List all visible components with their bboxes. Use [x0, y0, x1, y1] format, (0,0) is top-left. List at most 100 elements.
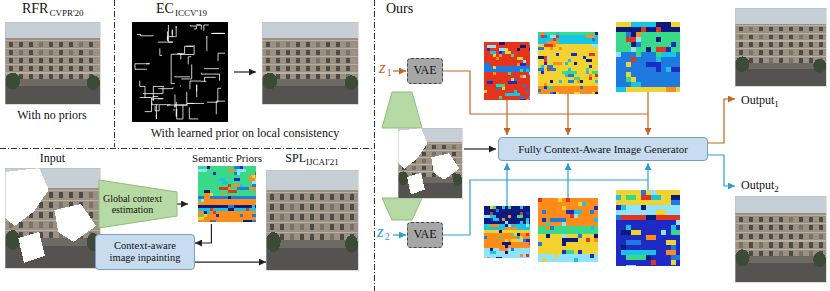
segmentation-cell: [577, 59, 580, 62]
segmentation-cell: [592, 56, 595, 59]
edge-line: [171, 54, 182, 83]
segmentation-cell: [252, 166, 255, 169]
segmentation-cell: [496, 206, 499, 209]
photo-masked-input: [5, 168, 100, 268]
segmentation-cell: [231, 190, 234, 193]
segmentation-cell: [641, 37, 646, 42]
segmentation-cell: [538, 71, 541, 74]
segmentation-cell: [243, 199, 246, 202]
segmentation-cell: [499, 248, 502, 251]
segmentation-cell: [505, 257, 508, 258]
segmentation-cell: [574, 89, 577, 92]
segmentation-cell: [484, 63, 487, 66]
segmentation-cell: [222, 220, 225, 222]
segmentation-cell: [487, 224, 490, 227]
segmentation-cell: [553, 62, 556, 65]
segmentation-cell: [201, 193, 204, 196]
segmentation-cell: [213, 214, 216, 217]
segmentation-cell: [505, 221, 508, 224]
segmentation-cell: [574, 47, 577, 50]
segmentation-cell: [484, 236, 487, 239]
segmentation-cell: [526, 69, 529, 72]
segmentation-cell: [641, 67, 646, 72]
segmentation-cell: [517, 239, 520, 242]
segmentation-cell: [496, 242, 499, 245]
edge-line: [196, 85, 197, 97]
segmentation-cell: [578, 202, 582, 206]
photo-window: [89, 50, 93, 55]
segmentation-cell: [207, 217, 210, 220]
segmentation-cell: [553, 89, 556, 92]
segmentation-cell: [505, 233, 508, 236]
photo-window: [320, 224, 324, 230]
segmentation-cell: [565, 86, 568, 89]
segmentation-cell: [484, 233, 487, 236]
segmentation-cell: [526, 257, 529, 258]
segmentation-cell: [240, 211, 243, 214]
segmentation-cell: [529, 99, 530, 100]
segmentation-cell: [568, 65, 571, 68]
segmentation-cell: [595, 83, 598, 86]
edge-line: [174, 109, 175, 111]
segmentation-cell: [583, 74, 586, 77]
segmentation-cell: [558, 210, 562, 214]
segmentation-cell: [586, 83, 589, 86]
segmentation-cell: [246, 208, 249, 211]
segmentation-cell: [556, 68, 559, 71]
segmentation-cell: [493, 51, 496, 54]
photo-window: [306, 74, 310, 79]
segmentation-cell: [547, 47, 550, 50]
segmentation-cell: [514, 239, 517, 242]
segmentation-cell: [556, 47, 559, 50]
segmentation-cell: [526, 42, 529, 45]
segmentation-cell: [523, 215, 526, 218]
segmentation-cell: [580, 86, 583, 89]
segmentation-cell: [207, 205, 210, 208]
photo-window: [300, 194, 304, 200]
photo-window: [29, 42, 33, 47]
segmentation-cell: [243, 208, 246, 211]
segmentation-cell: [517, 60, 520, 63]
segmentation-cell: [207, 172, 210, 175]
segmentation-cell: [511, 51, 514, 54]
segmentation-cell: [493, 48, 496, 51]
segmentation-cell: [517, 78, 520, 81]
segmentation-cell: [514, 227, 517, 230]
segmentation-cell: [514, 236, 517, 239]
segmentation-cell: [502, 245, 505, 248]
segmentation-cell: [237, 166, 240, 169]
photo-window: [442, 145, 446, 149]
segmentation-cell: [646, 37, 651, 42]
segmentation-cell: [520, 48, 523, 51]
segmentation-cell: [538, 80, 541, 83]
segmentation-cell: [558, 202, 562, 206]
segmentation-cell: [490, 221, 493, 224]
segmentation-cell: [216, 172, 219, 175]
segmentation-cell: [553, 80, 556, 83]
photo-window: [452, 152, 456, 156]
segmentation-cell: [526, 236, 529, 239]
segmentation-cell: [213, 220, 216, 222]
segmentation-cell: [559, 65, 562, 68]
segmentation-cell: [641, 22, 646, 27]
segmentation-cell: [517, 230, 520, 233]
segmentation-map: [616, 22, 680, 92]
segmentation-cell: [550, 206, 554, 210]
photo-tree: [262, 73, 277, 89]
photo-ground: [398, 181, 462, 198]
segmentation-cell: [499, 57, 502, 60]
segmentation-cell: [487, 251, 490, 254]
segmentation-cell: [514, 81, 517, 84]
photo-window: [280, 214, 284, 220]
segmentation-cell: [550, 41, 553, 44]
segmentation-cell: [231, 199, 234, 202]
segmentation-cell: [523, 236, 526, 239]
segmentation-cell: [508, 221, 511, 224]
segmentation-cell: [580, 50, 583, 53]
segmentation-cell: [490, 209, 493, 212]
segmentation-cell: [511, 66, 514, 69]
segmentation-cell: [676, 37, 680, 42]
segmentation-cell: [234, 169, 237, 172]
segmentation-cell: [234, 178, 237, 181]
segmentation-cell: [646, 57, 651, 62]
